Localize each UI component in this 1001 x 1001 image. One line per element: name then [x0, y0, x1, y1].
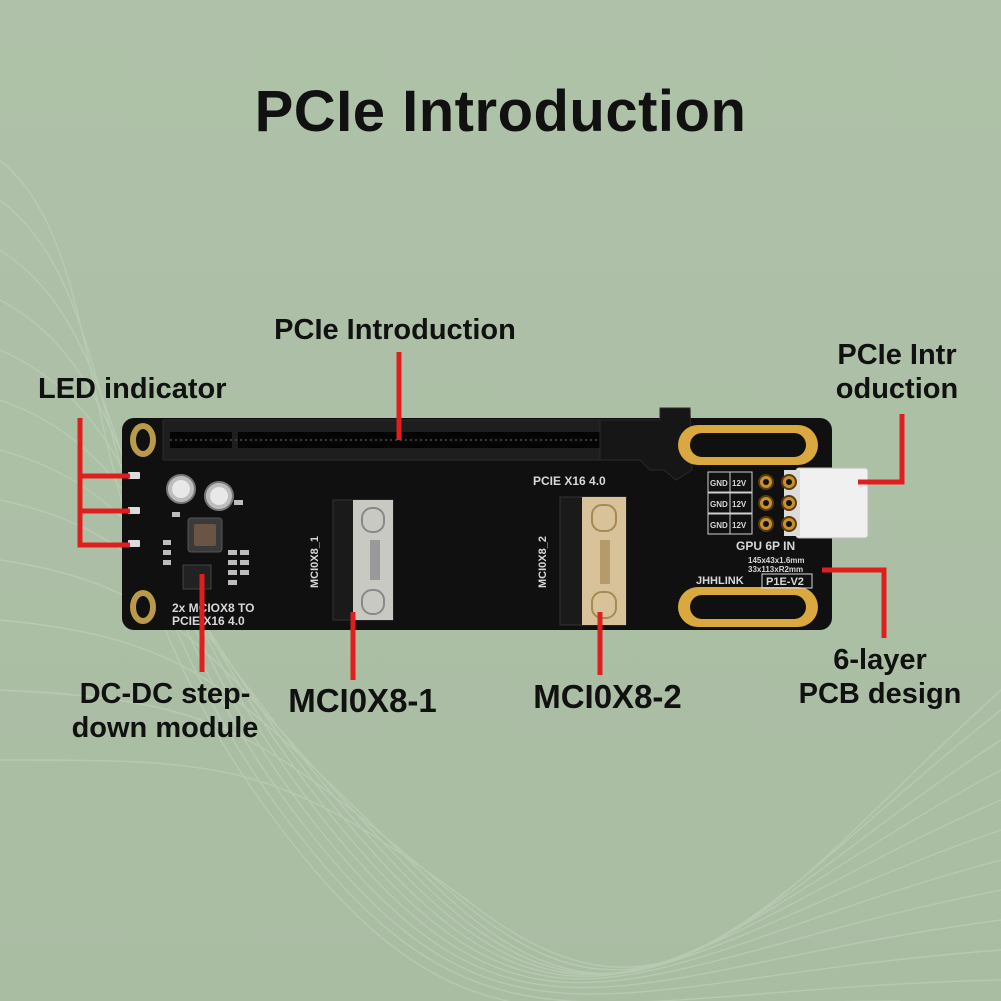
silk-version: P1E-V2 [766, 576, 804, 588]
mcio-port-1 [332, 499, 394, 621]
callout-mcio-port-2: MCI0X8-2 [533, 678, 682, 715]
leader-led [77, 418, 130, 548]
gpu-6pin-connector [707, 467, 869, 539]
silk-port1-label: MCI0X8_1 [309, 536, 321, 588]
capacitors [166, 474, 234, 511]
silk-board-line1: 2x MCIOX8 TO [172, 601, 254, 615]
mcio-port-2 [559, 496, 627, 626]
silk-pin-gnd-1: GND [710, 479, 728, 488]
callout-pcb-design: 6-layer PCB design [798, 644, 962, 710]
callout-power-connector: PCIe Intr oduction [835, 339, 959, 405]
page-title: PCIe Introduction [254, 79, 747, 144]
leader-pcb [822, 567, 887, 638]
silk-slot-label: PCIE X16 4.0 [533, 474, 606, 488]
silk-board-line2: PCIE X16 4.0 [172, 614, 245, 628]
silk-pin-12v-1: 12V [732, 479, 747, 488]
silk-gpu-label: GPU 6P IN [736, 539, 795, 553]
callout-slot: PCIe Introduction [274, 314, 516, 346]
leader-power [858, 414, 905, 485]
callout-led-indicator: LED indicator [38, 373, 227, 405]
callout-mcio-port-1: MCI0X8-1 [288, 682, 437, 719]
silk-pin-12v-3: 12V [732, 521, 747, 530]
silk-dims2: 33x113xR2mm [748, 565, 803, 574]
silk-port2-label: MCI0X8_2 [537, 536, 549, 588]
silk-pin-gnd-3: GND [710, 521, 728, 530]
gold-slot-pads [678, 425, 818, 627]
silk-dims1: 145x43x1.6mm [748, 556, 805, 565]
dc-dc-module [182, 517, 223, 590]
pcb-board [122, 418, 832, 630]
silk-brand: JHHLINK [696, 575, 744, 587]
pcie-x16-slot [162, 419, 609, 461]
silk-pin-gnd-2: GND [710, 500, 728, 509]
silk-pin-12v-2: 12V [732, 500, 747, 509]
callout-dcdc-module: DC-DC step- down module [71, 678, 259, 744]
slot-latch [599, 407, 693, 481]
leader-lines [77, 352, 905, 680]
led-indicators [128, 472, 140, 547]
